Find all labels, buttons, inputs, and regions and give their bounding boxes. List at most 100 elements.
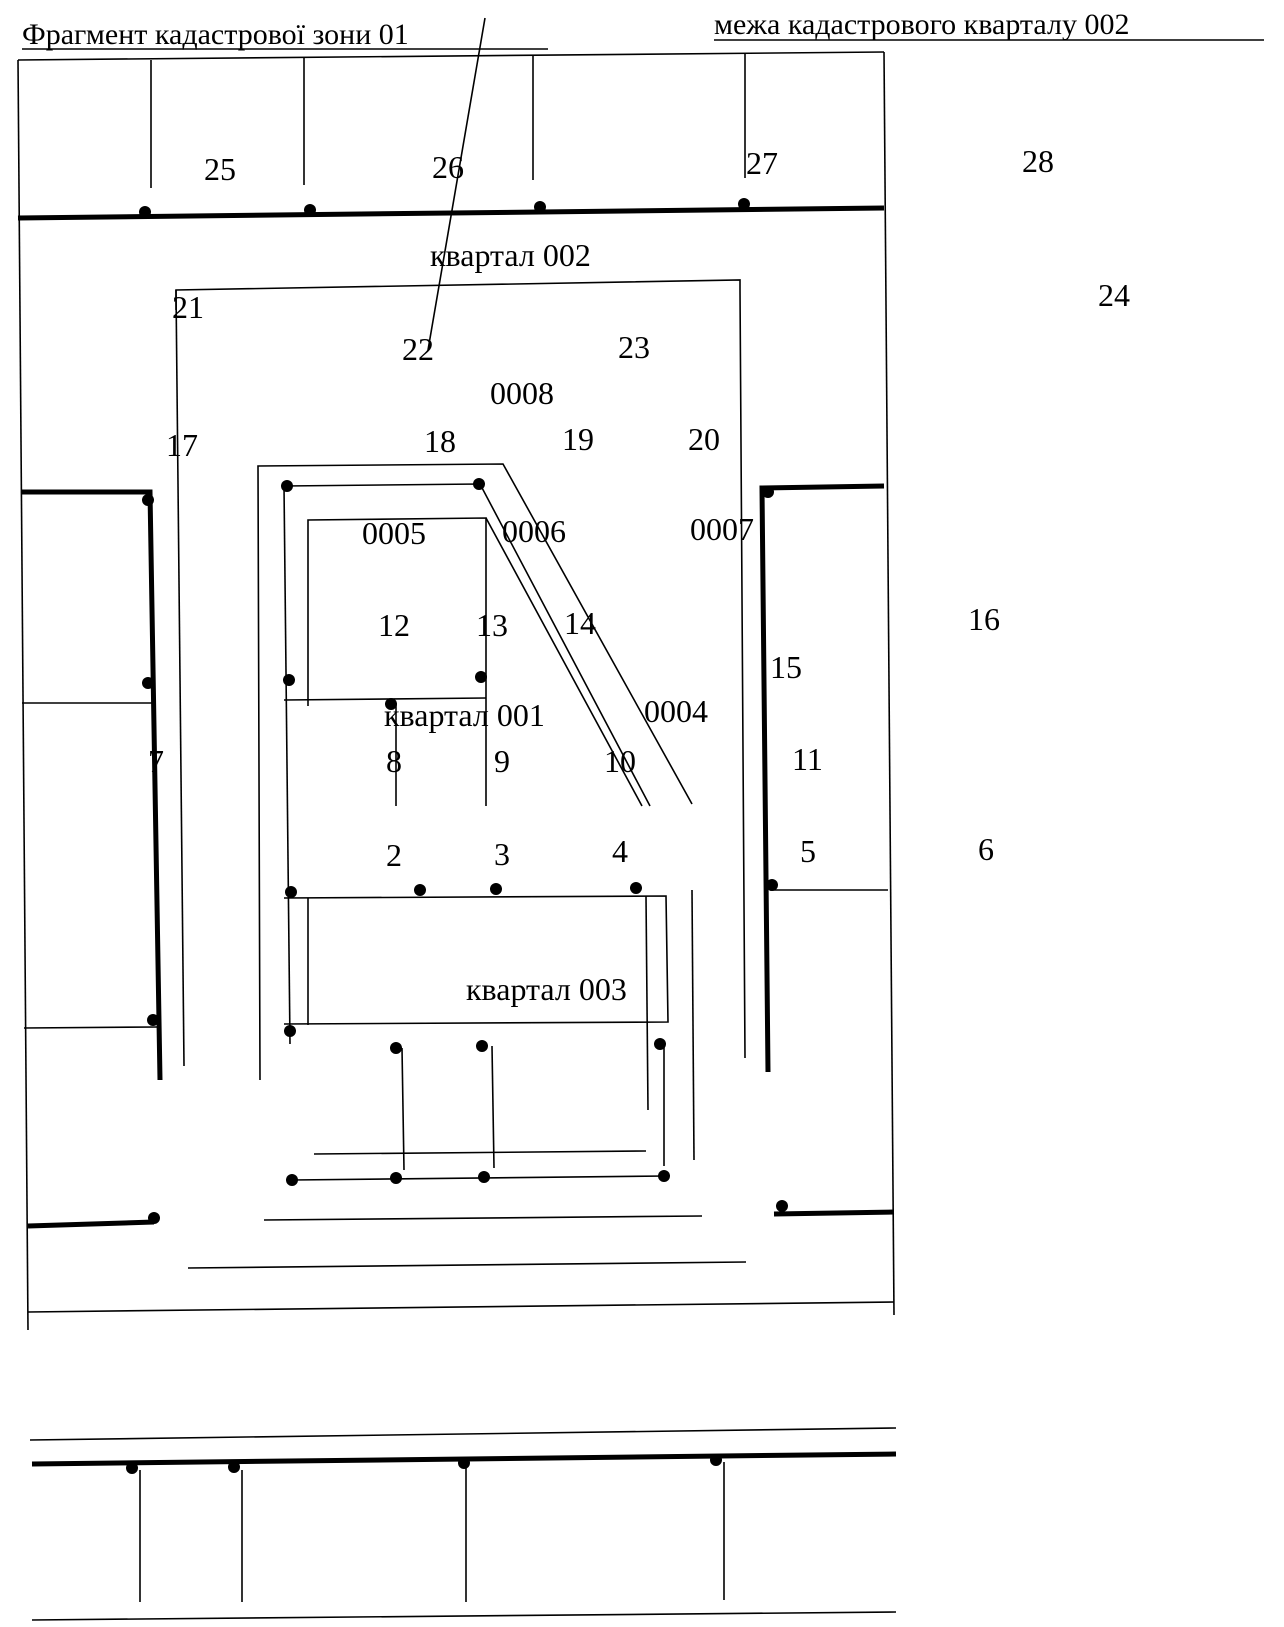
zone-fragment-caption: Фрагмент кадастрової зони 01 <box>22 18 409 51</box>
boundary-point <box>658 1170 670 1182</box>
boundary-point <box>390 1172 402 1184</box>
boundary-point <box>126 1462 138 1474</box>
lower-divider <box>401 1047 405 1171</box>
boundary-point <box>654 1038 666 1050</box>
point-label: 9 <box>494 743 510 779</box>
point-label: 18 <box>424 423 456 459</box>
boundary-point <box>284 1025 296 1037</box>
point-label: 8 <box>386 743 402 779</box>
block-003-lines <box>187 882 747 1269</box>
point-label: 22 <box>402 331 434 367</box>
right-block-boundary <box>759 483 885 1073</box>
boundary-point <box>478 1171 490 1183</box>
block-002-inner-boundary <box>175 279 746 1059</box>
top-parcel-row <box>17 54 885 221</box>
parcel-0007-label: 0007 <box>690 511 754 547</box>
parcel-0008-label: 0008 <box>490 375 554 411</box>
point-label: 19 <box>562 421 594 457</box>
top-block-boundary <box>17 205 885 221</box>
block-boundary-legend: межа кадастрового кварталу 002 <box>714 8 1129 41</box>
point-label: 11 <box>792 741 823 777</box>
point-label: 16 <box>968 601 1000 637</box>
point-label: 7 <box>148 743 164 779</box>
boundary-point <box>776 1200 788 1212</box>
lower-left-boundary <box>27 1219 155 1229</box>
parcel-labels: 0008 0005 0006 0007 0004 <box>362 375 754 729</box>
boundary-point <box>762 486 774 498</box>
boundary-point <box>285 886 297 898</box>
point-label: 23 <box>618 329 650 365</box>
boundary-point <box>286 1174 298 1186</box>
block-002-left-line <box>175 289 185 1067</box>
boundary-point <box>473 478 485 490</box>
point-label: 10 <box>604 743 636 779</box>
lower-divider <box>491 1045 495 1169</box>
point-label: 26 <box>432 149 464 185</box>
header: Фрагмент кадастрової зони 01 межа кадаст… <box>22 8 1264 351</box>
block-001-label: квартал 001 <box>384 697 545 733</box>
lower-boundaries <box>27 1200 895 1229</box>
boundary-point <box>281 480 293 492</box>
parcel-0006-edge <box>283 483 651 807</box>
point-label: 21 <box>172 289 204 325</box>
parcel-0005-0006-outer <box>257 463 693 1081</box>
parcel-0006-inner-edge <box>485 517 643 807</box>
block-labels: квартал 002 квартал 001 квартал 003 <box>384 237 627 1007</box>
boundary-point <box>475 671 487 683</box>
boundary-point <box>710 1454 722 1466</box>
point-label: 27 <box>746 145 778 181</box>
parcel-0005-inner <box>307 517 487 806</box>
boundary-point <box>228 1461 240 1473</box>
boundary-point <box>738 198 750 210</box>
parcel-0004-label: 0004 <box>644 693 708 729</box>
point-label: 14 <box>564 605 596 641</box>
frame-right <box>883 51 895 1316</box>
point-label: 12 <box>378 607 410 643</box>
point-label: 4 <box>612 833 628 869</box>
point-labels: 2 3 4 5 6 7 8 9 10 11 12 13 14 15 16 17 … <box>148 143 1130 873</box>
right-parcels <box>759 483 888 1073</box>
boundary-point <box>148 1212 160 1224</box>
callout-leader-line <box>427 17 486 351</box>
boundary-point <box>390 1042 402 1054</box>
boundary-point <box>766 879 778 891</box>
left-parcels <box>22 489 163 1081</box>
street-line <box>691 889 695 1161</box>
frame-left <box>17 59 29 1331</box>
point-label: 13 <box>476 607 508 643</box>
boundary-point <box>283 674 295 686</box>
point-label: 6 <box>978 831 994 867</box>
boundary-point <box>534 201 546 213</box>
boundary-point <box>147 1014 159 1026</box>
zone-frame <box>17 51 895 1331</box>
boundary-point <box>490 883 502 895</box>
boundary-point <box>142 494 154 506</box>
parcel-0005-label: 0005 <box>362 515 426 551</box>
boundary-point <box>630 882 642 894</box>
block-003-label: квартал 003 <box>466 971 627 1007</box>
point-label: 28 <box>1022 143 1054 179</box>
block-002-lines <box>175 279 746 1081</box>
block-003-boundary <box>283 895 669 1025</box>
street-line <box>187 1261 747 1269</box>
point-label: 25 <box>204 151 236 187</box>
boundary-point <box>385 698 397 710</box>
block-002-label: квартал 002 <box>430 237 591 273</box>
boundary-point <box>476 1040 488 1052</box>
point-label: 20 <box>688 421 720 457</box>
point-label: 17 <box>166 427 198 463</box>
frame-bottom <box>27 1301 895 1313</box>
lower-right-boundary <box>773 1209 895 1217</box>
point-label: 15 <box>770 649 802 685</box>
parcel-0006-label: 0006 <box>502 513 566 549</box>
boundary-point <box>142 677 154 689</box>
boundary-point <box>304 204 316 216</box>
bottom-edge-line <box>31 1611 897 1621</box>
bottom-street-line <box>29 1427 897 1441</box>
street-line <box>263 1215 703 1221</box>
street-line <box>313 1150 647 1155</box>
boundary-point <box>139 206 151 218</box>
parcel-row-divider <box>283 697 487 701</box>
left-block-boundary <box>22 489 163 1081</box>
